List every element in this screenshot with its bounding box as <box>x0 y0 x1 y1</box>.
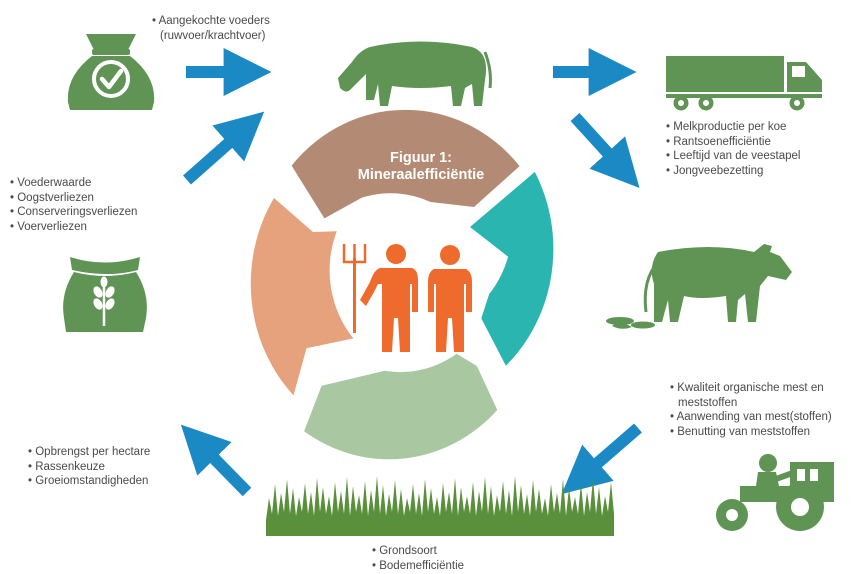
list-item: Grondsoort <box>372 544 464 559</box>
milk-truck-icon <box>666 56 822 111</box>
list-item: Jongveebezetting <box>666 164 800 179</box>
list-item: Oogstverliezen <box>10 191 137 206</box>
farmers-icon <box>342 244 472 352</box>
list-item: meststoffen <box>678 396 738 409</box>
purchased-feed-line-2: (ruwvoer/krachtvoer) <box>160 29 266 42</box>
arrow-grass-to-crop <box>180 424 252 497</box>
arrow-cow-to-cow <box>570 112 640 188</box>
title-line-1: Figuur 1: <box>389 150 453 166</box>
segment-salmon <box>250 198 354 396</box>
feed-list: Voederwaarde Oogstverliezen Conservering… <box>10 176 137 234</box>
list-item: Leeftijd van de veestapel <box>666 149 800 164</box>
grain-sack-icon <box>63 257 147 332</box>
title-line-2: Mineraalefficiëntie <box>357 167 485 183</box>
list-item: Aanwending van mest(stoffen) <box>676 411 832 423</box>
segment-brown <box>291 109 520 219</box>
list-item: Voerverliezen <box>10 220 137 235</box>
arrow-feed-to-cow <box>183 111 265 185</box>
crop-list: Opbrengst per hectare Rassenkeuze Groeio… <box>28 445 150 489</box>
arrow-tractor-to-soil <box>561 423 642 495</box>
list-item: Groeiomstandigheden <box>28 474 150 489</box>
manure-list: • Kwaliteit organische mest en meststoff… <box>670 382 832 438</box>
cow-grazing-icon <box>338 41 492 106</box>
purchased-feed-label: • Aangekochte voeders (ruwvoer/krachtvoe… <box>152 15 270 42</box>
segment-lightgreen <box>304 353 498 460</box>
milk-list: Melkproductie per koe Rantsoenefficiënti… <box>666 120 800 178</box>
list-item: Benutting van meststoffen <box>677 425 810 438</box>
soil-list: Grondsoort Bodemefficiëntie <box>372 544 464 573</box>
purchased-feed-line-1: Aangekochte voeders <box>158 15 270 27</box>
list-item: Melkproductie per koe <box>666 120 800 135</box>
list-item: Kwaliteit organische mest en <box>677 382 824 394</box>
cow-manure-icon <box>606 244 792 329</box>
feed-sack-check-icon <box>67 34 155 110</box>
diagram-title: Figuur 1: Mineraalefficiëntie <box>328 150 514 184</box>
list-item: Conserveringsverliezen <box>10 205 137 220</box>
list-item: Opbrengst per hectare <box>28 445 150 460</box>
segment-teal <box>470 171 554 366</box>
list-item: Rassenkeuze <box>28 460 150 475</box>
tractor-icon <box>716 454 834 531</box>
list-item: Rantsoenefficiëntie <box>666 135 800 150</box>
grass-icon <box>266 476 614 536</box>
list-item: Voederwaarde <box>10 176 137 191</box>
list-item: Bodemefficiëntie <box>372 559 464 574</box>
